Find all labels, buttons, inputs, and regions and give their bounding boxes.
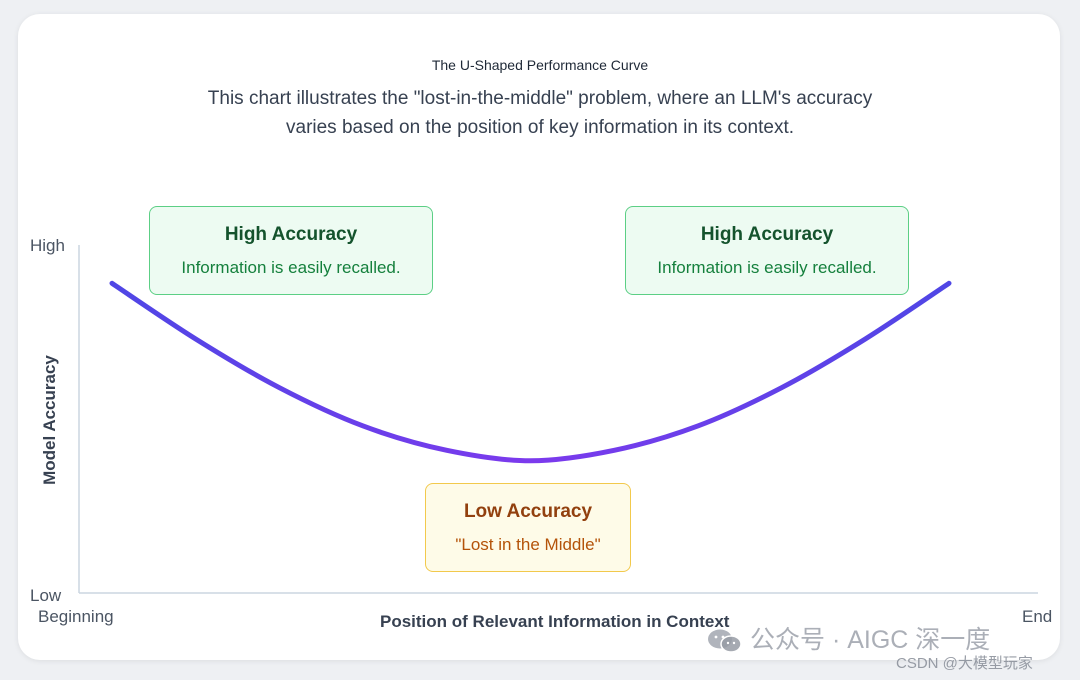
- watermark-csdn: CSDN @大模型玩家: [896, 655, 1033, 672]
- chart-subtitle: This chart illustrates the "lost-in-the-…: [207, 88, 873, 138]
- y-tick-high: High: [30, 236, 65, 255]
- annotation-high-right: High Accuracy Information is easily reca…: [625, 206, 909, 295]
- annotation-title: High Accuracy: [224, 224, 358, 245]
- wechat-icon: [706, 628, 744, 654]
- watermark-text: 公众号 · AIGC 深一度: [750, 626, 991, 654]
- annotation-title: Low Accuracy: [463, 501, 593, 522]
- accuracy-curve: [109, 280, 952, 464]
- annotation-low-middle: Low Accuracy "Lost in the Middle": [425, 483, 631, 572]
- y-tick-low: Low: [30, 586, 62, 605]
- watermark-wechat: 公众号 · AIGC 深一度: [706, 620, 990, 656]
- x-tick-beginning: Beginning: [38, 607, 114, 626]
- annotation-high-left: High Accuracy Information is easily reca…: [149, 206, 433, 295]
- x-axis-label: Position of Relevant Information in Cont…: [380, 612, 730, 631]
- annotation-text: Information is easily recalled.: [657, 258, 877, 277]
- x-tick-end: End: [1022, 607, 1053, 626]
- chart-title: The U-Shaped Performance Curve: [431, 57, 649, 73]
- annotation-text: Information is easily recalled.: [181, 258, 401, 277]
- annotation-title: High Accuracy: [700, 224, 834, 245]
- annotation-text: "Lost in the Middle": [455, 535, 601, 554]
- y-axis-label: Model Accuracy: [40, 355, 59, 485]
